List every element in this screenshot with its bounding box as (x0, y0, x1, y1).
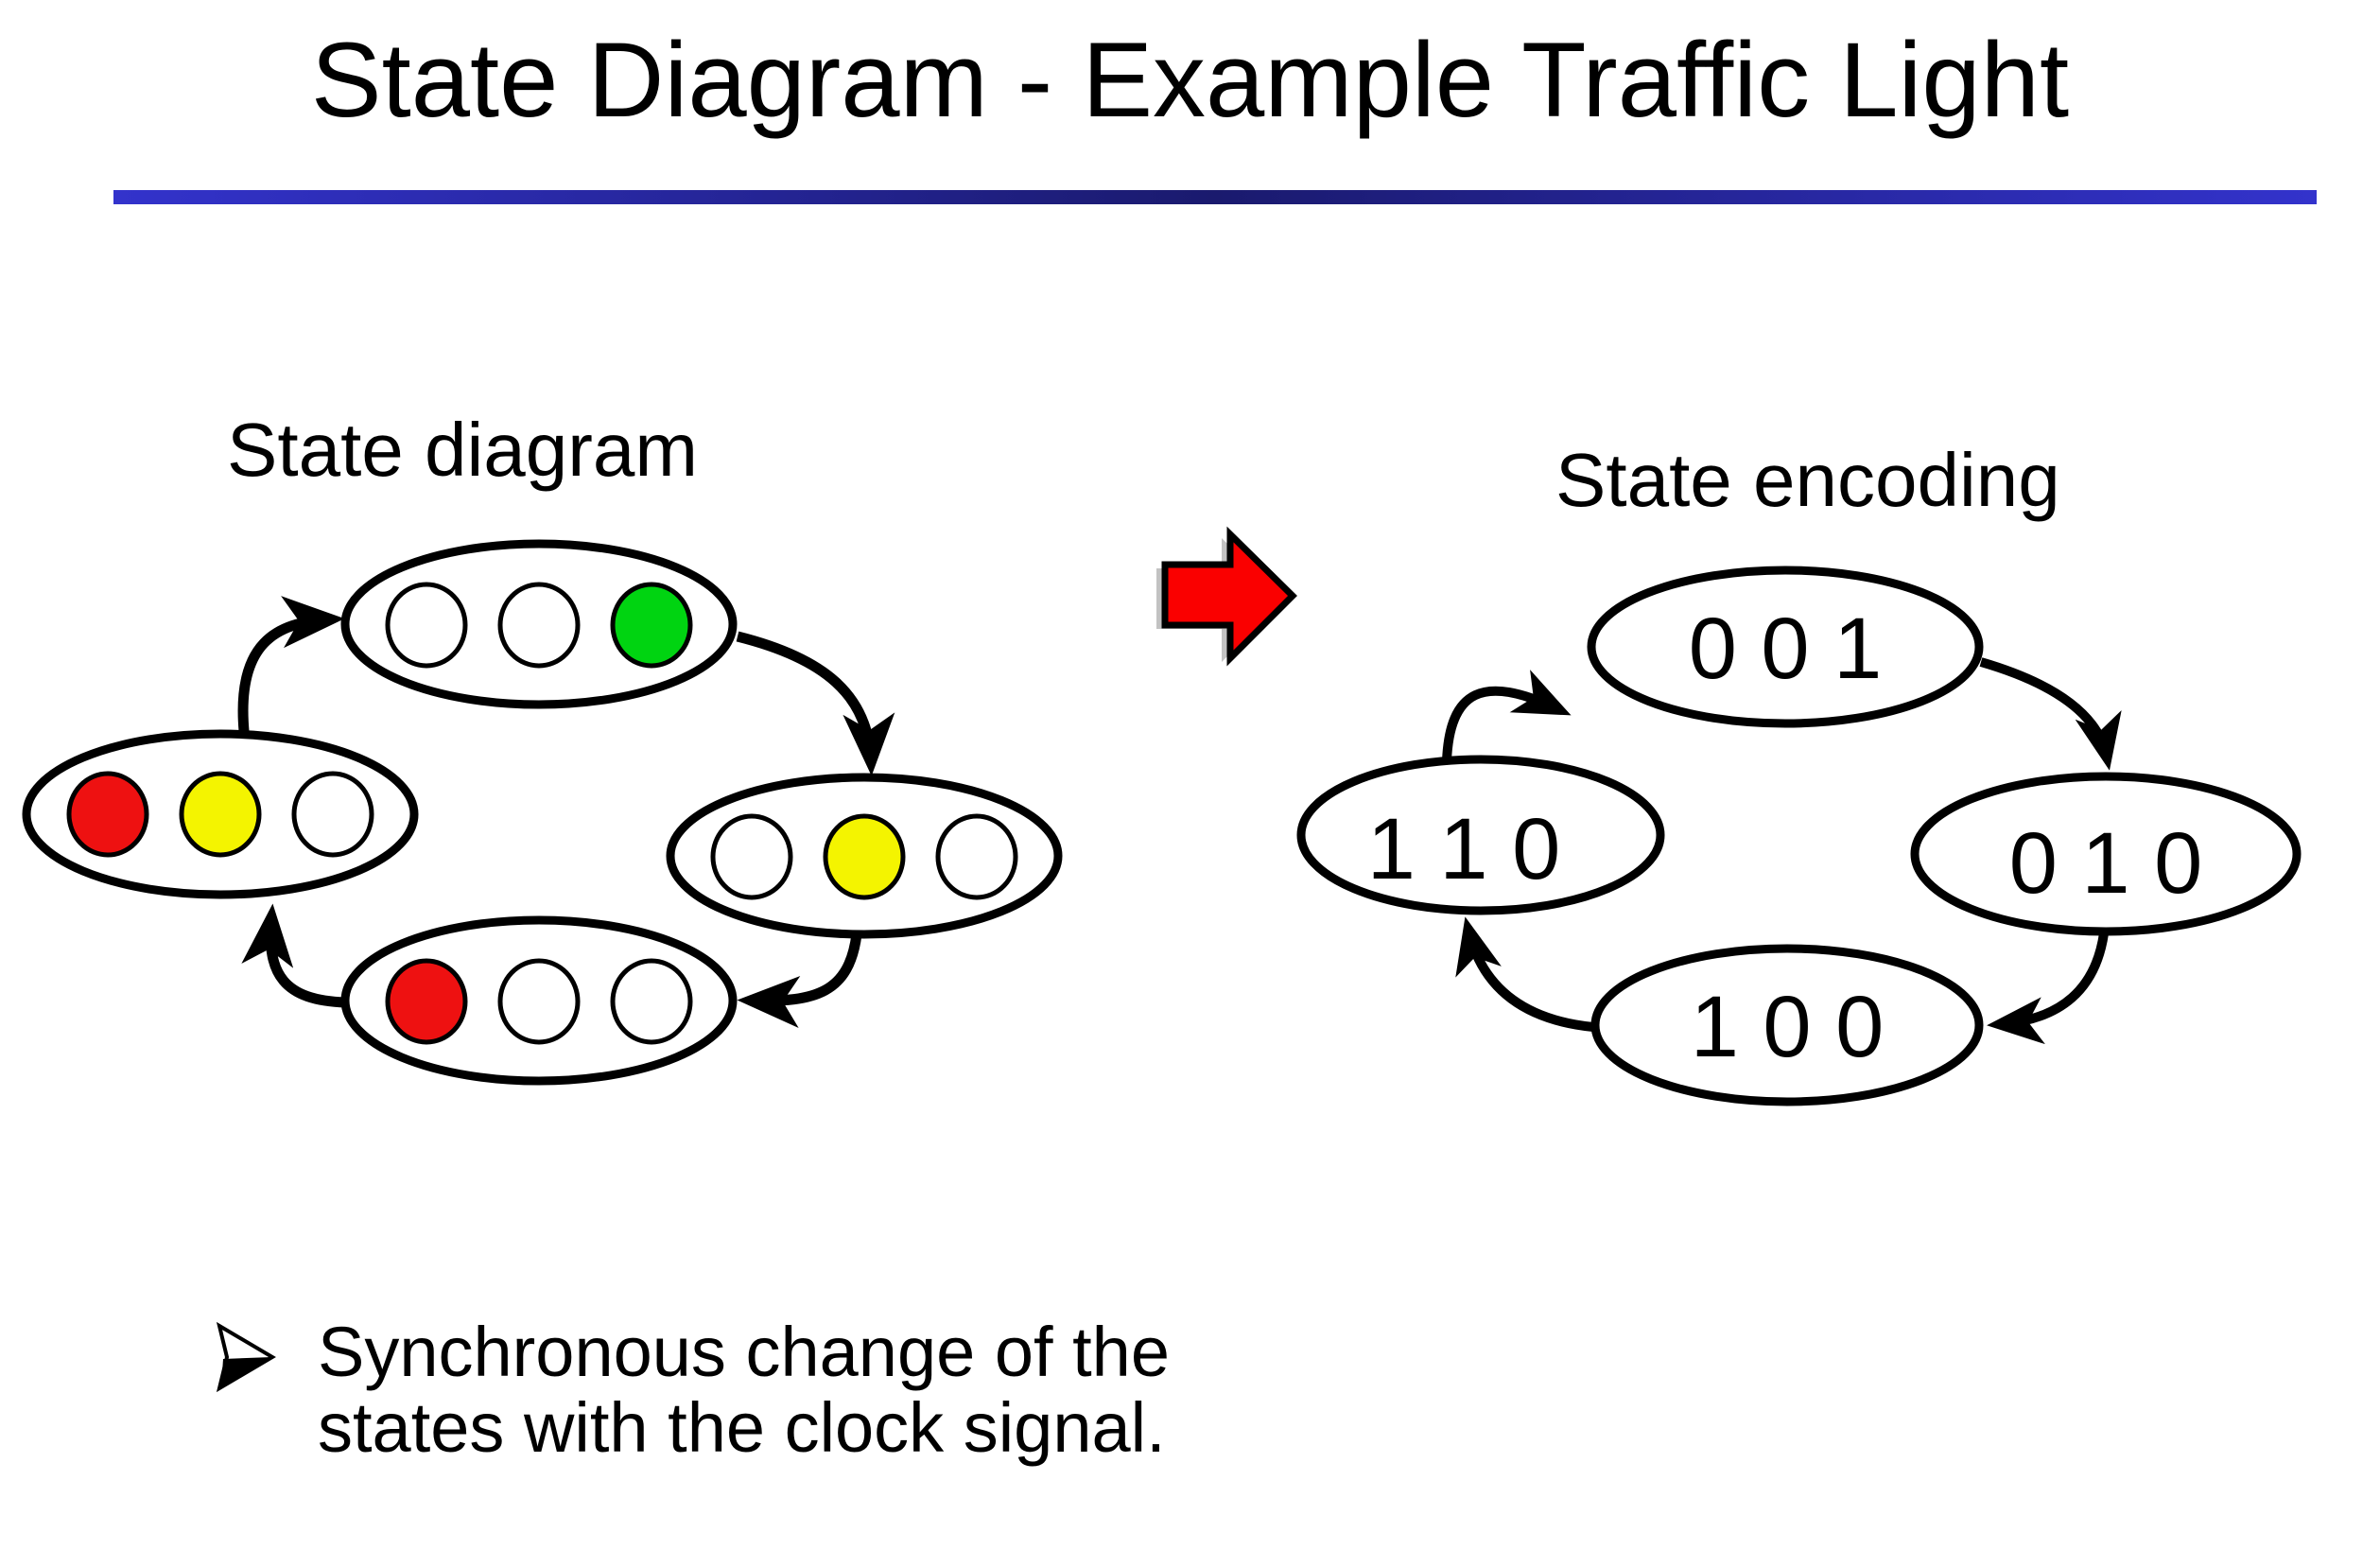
lamp-red-position (385, 582, 468, 669)
state-code: 1 1 0 (1367, 801, 1561, 897)
bullet-arrow-shade (221, 1357, 272, 1386)
state-diagram-label: State diagram (227, 408, 699, 492)
state-encoding-label: State encoding (1555, 438, 2060, 522)
state-red (340, 915, 738, 1086)
encoded-state-110: 1 1 0 (1296, 755, 1665, 915)
traffic-light-state-diagram (22, 539, 1063, 1086)
arrow-010-to-100 (1987, 932, 2109, 1045)
arrow-yellow-to-red (737, 933, 862, 1028)
state-ellipse (1590, 944, 1984, 1106)
state-encoding-diagram: 0 0 1 1 1 0 0 1 0 1 0 0 (1296, 566, 2302, 1106)
state-ellipse (1587, 566, 1984, 728)
arrow-110-to-001 (1442, 670, 1572, 762)
bullet-text: Synchronous change of the states with th… (318, 1315, 1170, 1466)
slide-title: State Diagram - Example Traffic Light (310, 21, 2070, 139)
encoded-state-010: 0 1 0 (1910, 772, 2302, 936)
state-code: 1 0 0 (1691, 979, 1885, 1075)
state-red-yellow (22, 729, 419, 899)
maps-to-arrow-icon (1156, 526, 1297, 667)
big-arrow (1161, 526, 1297, 667)
arrow-green-to-yellow (736, 631, 895, 776)
state-code: 0 0 1 (1689, 601, 1883, 697)
state-green (340, 539, 738, 709)
lamp-green-position (935, 813, 1018, 900)
lamp-yellow-position (497, 582, 581, 669)
lamp-green-position (610, 958, 693, 1045)
lamp-green-position (610, 582, 693, 669)
lamp-red-position (710, 813, 793, 900)
arrow-redyellow-to-green (237, 596, 345, 732)
state-ellipse (1910, 772, 2302, 936)
lamp-yellow-position (179, 771, 262, 858)
arrow-001-to-010 (1979, 657, 2122, 771)
bullet-arrow-icon (216, 1321, 276, 1393)
encoded-state-001: 0 0 1 (1587, 566, 1984, 728)
bullet-line-1: Synchronous change of the (318, 1313, 1170, 1391)
arrow-100-to-110 (1455, 916, 1594, 1032)
state-code: 0 1 0 (2009, 815, 2203, 912)
title-rule (113, 190, 2317, 204)
bullet-line-2: states with the clock signal. (318, 1388, 1166, 1467)
lamp-red-position (66, 771, 149, 858)
lamp-yellow-position (823, 813, 906, 900)
lamp-green-position (291, 771, 374, 858)
lamp-yellow-position (497, 958, 581, 1045)
state-yellow (666, 773, 1063, 939)
encoded-state-100: 1 0 0 (1590, 944, 1984, 1106)
state-ellipse (1296, 755, 1665, 915)
lamp-red-position (385, 958, 468, 1045)
arrow-red-to-redyellow (241, 903, 347, 1008)
